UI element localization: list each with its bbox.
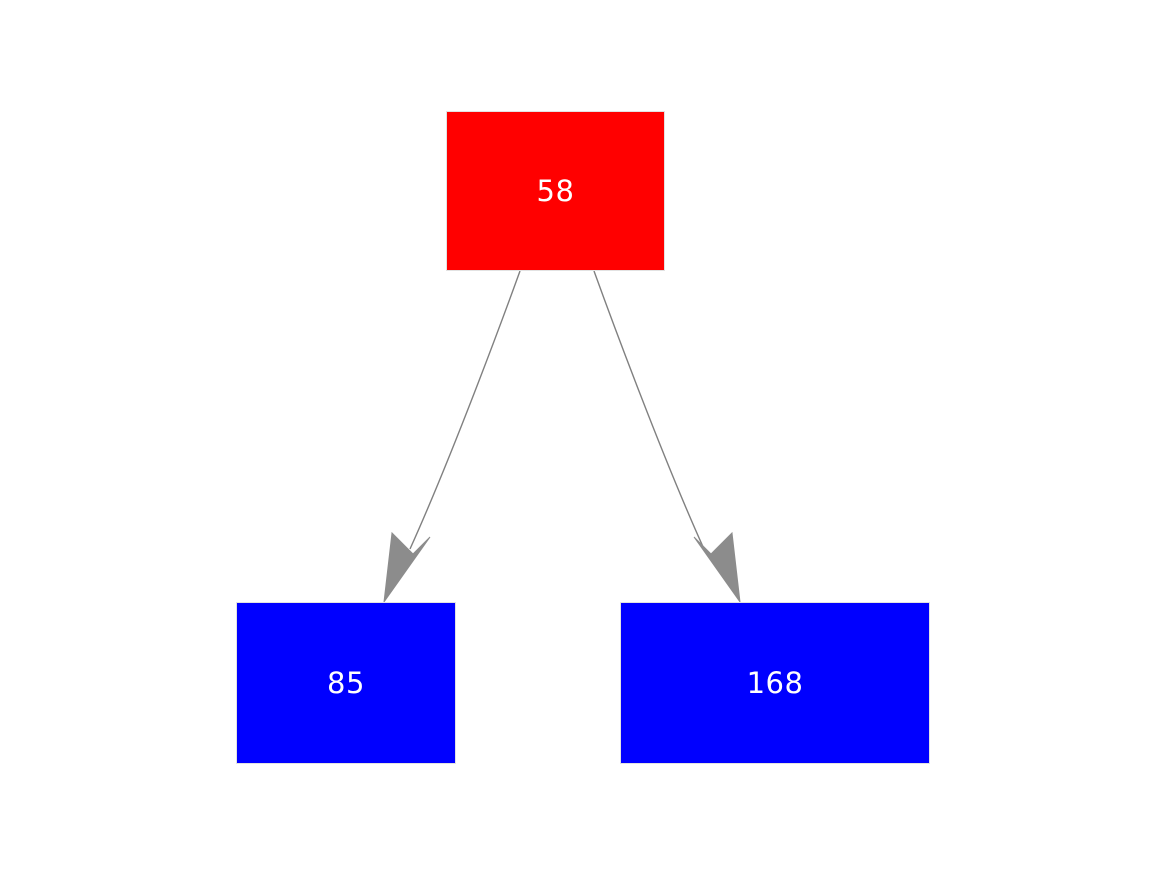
edge-root-right-line (593, 270, 705, 550)
node-root-label: 58 (536, 173, 575, 208)
edge-root-left-line (409, 270, 521, 550)
node-right-label: 168 (746, 665, 804, 700)
node-right[interactable]: 168 (620, 602, 930, 764)
edge-root-right-arrowhead (693, 531, 741, 603)
node-left-label: 85 (327, 665, 365, 700)
edge-root-left-arrowhead (383, 531, 431, 603)
edge-root-left[interactable] (383, 270, 521, 603)
node-left[interactable]: 85 (236, 602, 456, 764)
node-root[interactable]: 58 (446, 111, 665, 271)
edge-root-right[interactable] (593, 270, 741, 603)
